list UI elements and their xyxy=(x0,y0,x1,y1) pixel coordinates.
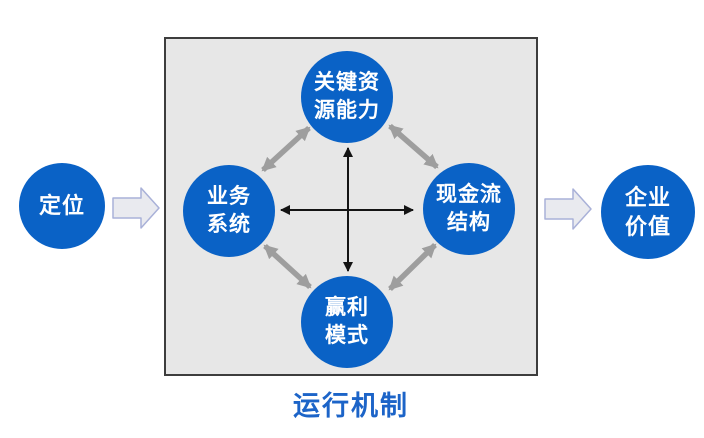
double-arrow-bottom-right-icon xyxy=(388,243,437,291)
node-cashflow-structure: 现金流 结构 xyxy=(423,163,515,255)
node-positioning: 定位 xyxy=(19,163,105,249)
node-label-line: 业务 xyxy=(207,185,251,209)
node-label-line: 源能力 xyxy=(314,99,380,122)
node-business-system: 业务 系统 xyxy=(183,165,275,257)
node-label-line: 现金流 xyxy=(436,183,502,207)
node-label-line: 结构 xyxy=(447,211,491,234)
node-label-line: 赢利 xyxy=(325,296,369,320)
node-profit-model: 赢利 模式 xyxy=(301,276,393,368)
node-label-line: 定位 xyxy=(38,193,85,219)
diagram-caption: 运行机制 xyxy=(293,391,409,421)
input-block-arrow-right-icon xyxy=(112,187,160,229)
double-arrow-left-bottom-icon xyxy=(263,243,312,290)
output-block-arrow-right-icon xyxy=(544,188,592,230)
double-arrow-left-top-icon xyxy=(261,125,311,173)
node-enterprise-value: 企业 价值 xyxy=(601,165,695,259)
node-label-line: 价值 xyxy=(624,214,671,239)
node-label-line: 关键资 xyxy=(314,71,380,95)
node-label-line: 系统 xyxy=(207,213,251,236)
node-label-line: 模式 xyxy=(325,324,369,347)
double-arrow-top-right-icon xyxy=(388,123,439,170)
node-label-line: 企业 xyxy=(624,184,671,210)
node-key-resources: 关键资 源能力 xyxy=(301,51,393,143)
